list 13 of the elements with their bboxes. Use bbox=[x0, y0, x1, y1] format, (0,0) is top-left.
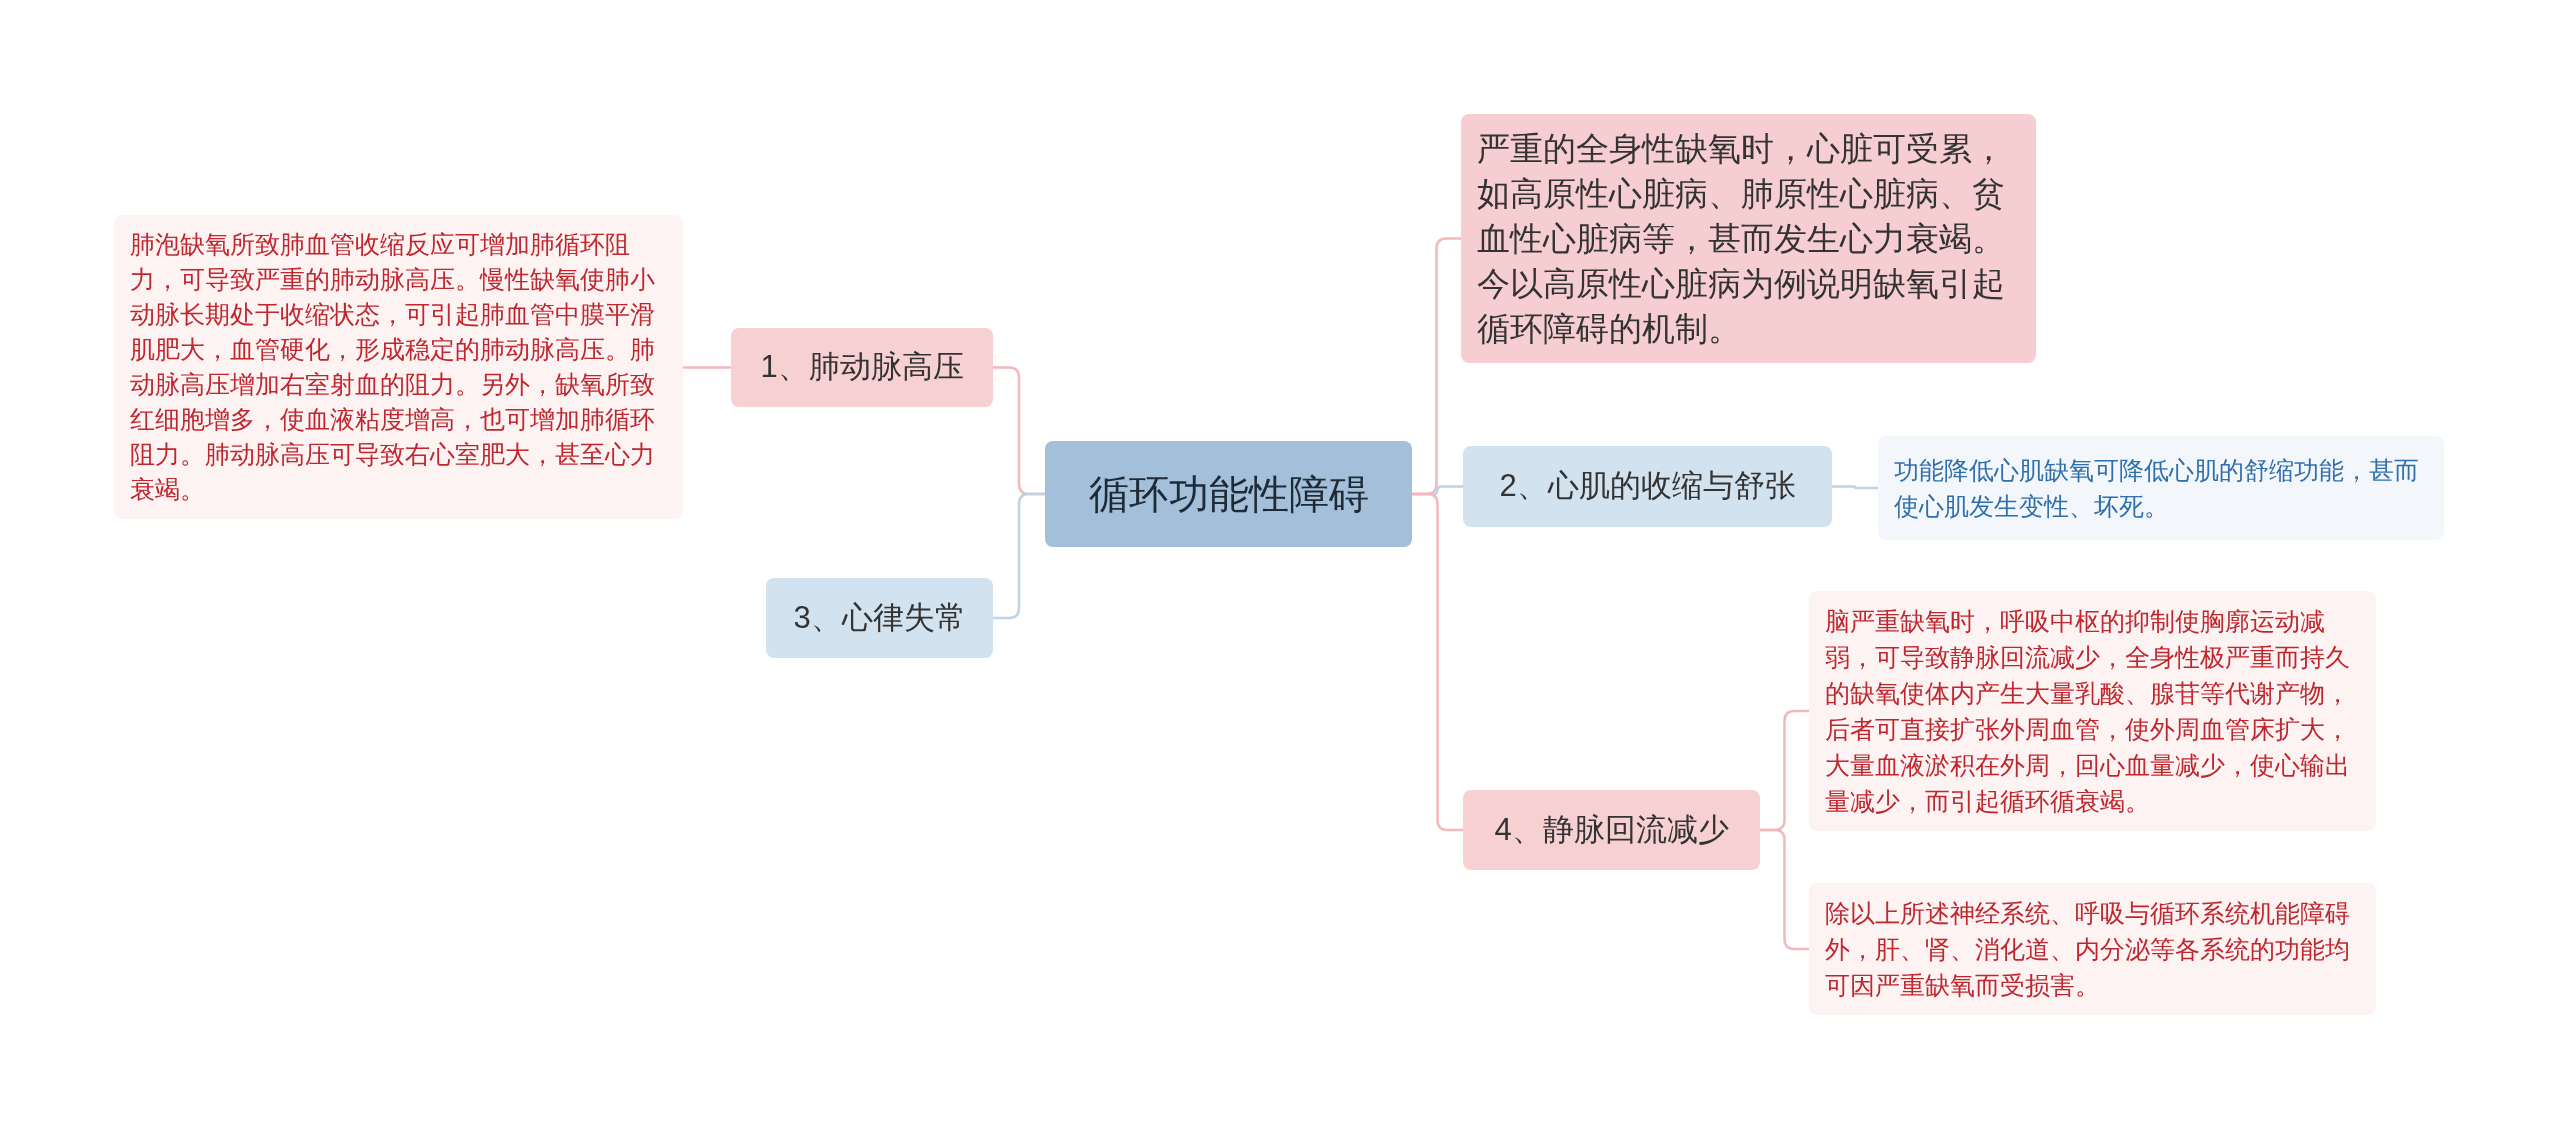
connector-line bbox=[1832, 485, 1878, 490]
root-topic-box: 循环功能性障碍 bbox=[1045, 441, 1412, 547]
branch-topic-box: 严重的全身性缺氧时，心脏可受累，如高原性心脏病、肺原性心脏病、贫血性心脏病等，甚而发生心力衰竭。今以高原性心脏病为例说明缺氧引起循环障碍的机制。 bbox=[1461, 114, 2036, 363]
detail-box: 脑严重缺氧时，呼吸中枢的抑制使胸廓运动减弱，可导致静脉回流减少，全身性极严重而持久的缺氧使体内产生大量乳酸、腺苷等代谢产物，后者可直接扩张外周血管，使外周血管床扩大，大量血液淤积在外周，回心血量减少，使心输出量减少，而引起循环循衰竭。 bbox=[1809, 591, 2376, 831]
branch-topic-box: 4、静脉回流减少 bbox=[1463, 790, 1760, 870]
connector-line bbox=[1760, 828, 1809, 951]
branch-topic-box: 1、肺动脉高压 bbox=[731, 328, 993, 407]
connector-line bbox=[683, 366, 731, 369]
branch-topic-box: 3、心律失常 bbox=[766, 578, 993, 658]
detail-box: 肺泡缺氧所致肺血管收缩反应可增加肺循环阻力，可导致严重的肺动脉高压。慢性缺氧使肺小动脉长期处于收缩状态，可引起肺血管中膜平滑肌肥大，血管硬化，形成稳定的肺动脉高压。肺动脉高压增加右室射血的阻力。另外，缺氧所致红细胞增多，使血液粘度增高，也可增加肺循环阻力。肺动脉高压可导致右心室肥大，甚至心力衰竭。 bbox=[114, 215, 683, 519]
detail-box: 除以上所述神经系统、呼吸与循环系统机能障碍外，肝、肾、消化道、内分泌等各系统的功能均可因严重缺氧而受损害。 bbox=[1809, 883, 2376, 1015]
detail-box: 功能降低心肌缺氧可降低心肌的舒缩功能，甚而使心肌发生变性、坏死。 bbox=[1878, 436, 2444, 540]
branch-topic-box: 2、心肌的收缩与舒张 bbox=[1463, 446, 1832, 527]
